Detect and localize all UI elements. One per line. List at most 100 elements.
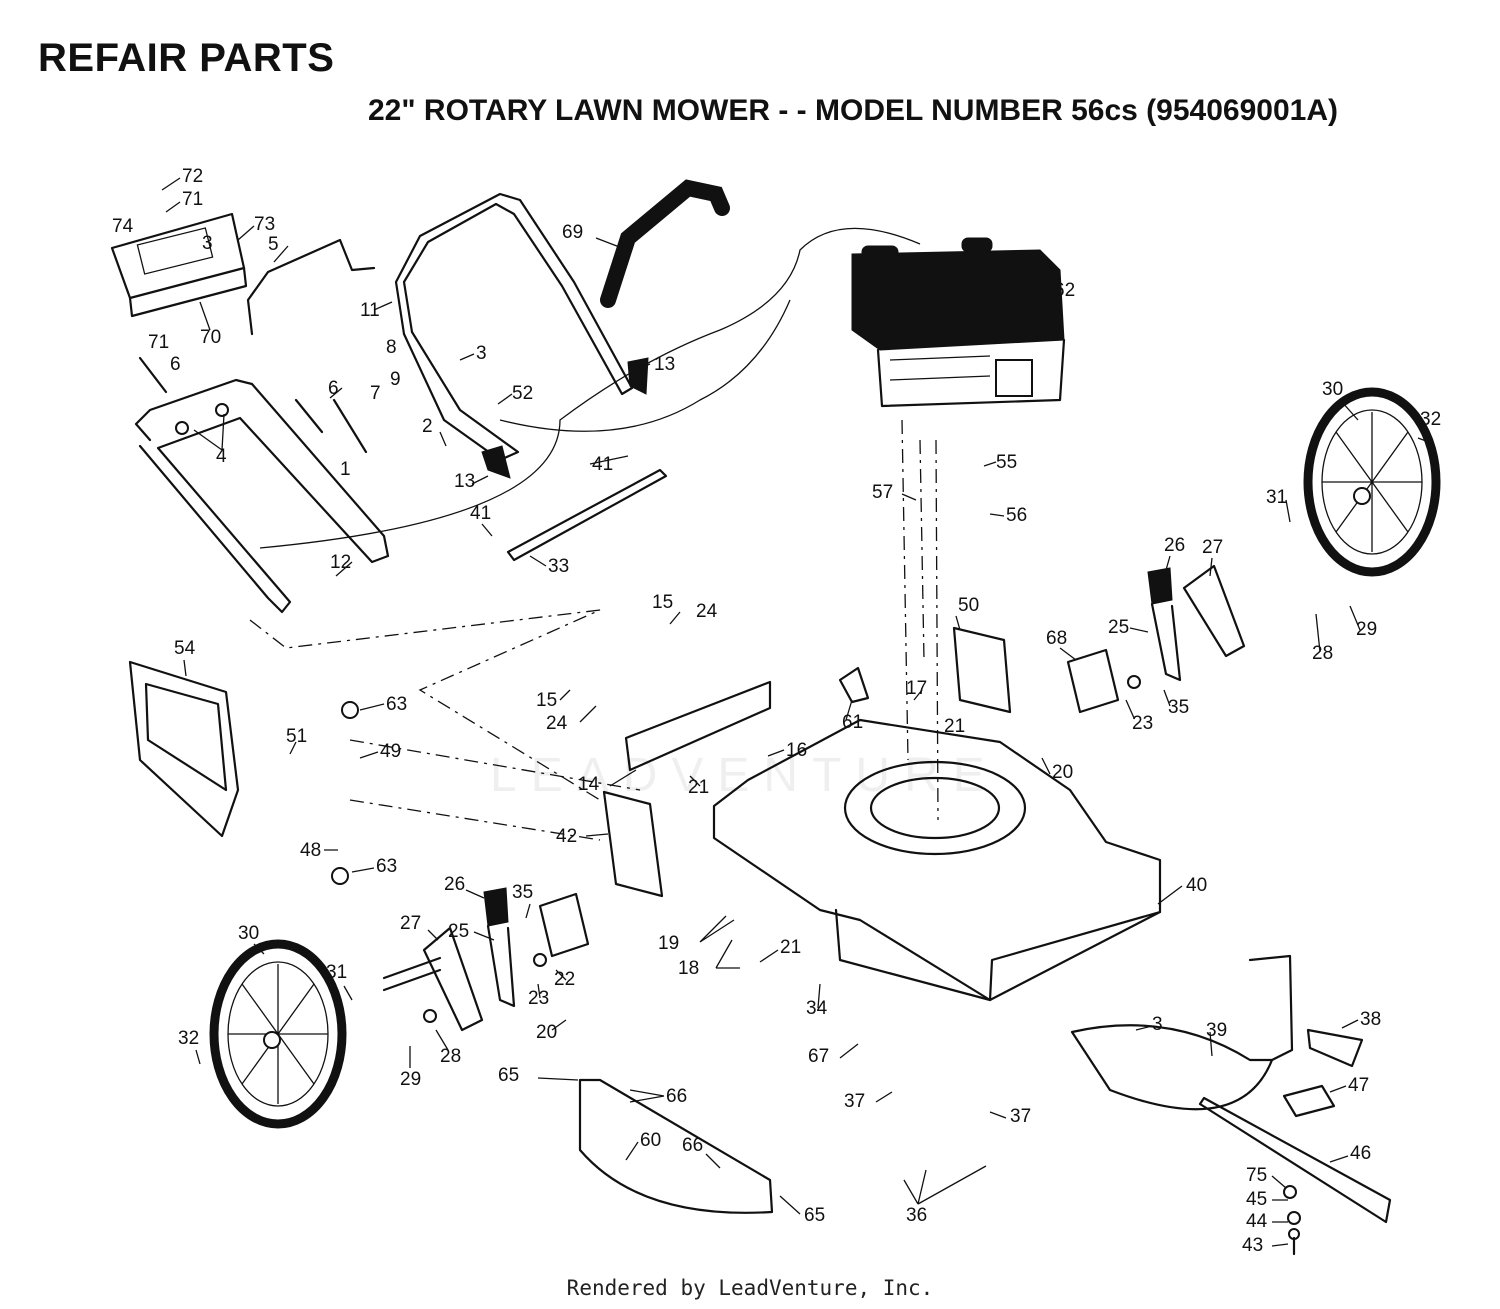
model-subtitle: 22" ROTARY LAWN MOWER - - MODEL NUMBER 5… [368, 94, 1338, 127]
callout-61: 61 [842, 712, 863, 733]
callout-2: 2 [422, 416, 433, 437]
callout-6: 6 [170, 354, 181, 375]
callout-31: 31 [326, 962, 347, 983]
callout-7: 7 [370, 383, 381, 404]
callout-63: 63 [386, 694, 407, 715]
callout-12: 12 [330, 552, 351, 573]
callout-35: 35 [512, 882, 533, 903]
callout-3: 3 [202, 233, 213, 254]
callout-68: 68 [1046, 628, 1067, 649]
callout-46: 46 [1350, 1143, 1371, 1164]
callout-13: 13 [454, 471, 475, 492]
callout-29: 29 [1356, 619, 1377, 640]
callout-45: 45 [1246, 1189, 1267, 1210]
callout-28: 28 [1312, 643, 1333, 664]
callout-22: 22 [554, 969, 575, 990]
callout-72: 72 [182, 166, 203, 187]
callout-39: 39 [1206, 1020, 1227, 1041]
callout-24: 24 [546, 713, 568, 734]
callout-32: 32 [1420, 409, 1441, 430]
callout-30: 30 [238, 923, 259, 944]
callout-48: 48 [300, 840, 321, 861]
callout-36: 36 [906, 1205, 927, 1226]
callout-18: 18 [678, 958, 699, 979]
callout-38: 38 [1360, 1009, 1381, 1030]
callout-19: 19 [658, 933, 679, 954]
callout-55: 55 [996, 452, 1017, 473]
callout-21: 21 [780, 937, 801, 958]
line-art [110, 179, 1441, 1256]
callout-14: 14 [578, 774, 600, 795]
callout-71: 71 [148, 332, 169, 353]
callout-17: 17 [906, 678, 927, 699]
callout-35: 35 [1168, 697, 1189, 718]
callout-21: 21 [688, 777, 709, 798]
callout-34: 34 [806, 998, 828, 1019]
callout-41: 41 [470, 503, 491, 524]
callout-3: 3 [1152, 1014, 1163, 1035]
callout-65: 65 [804, 1205, 825, 1226]
callout-16: 16 [786, 740, 807, 761]
callout-6: 6 [328, 378, 339, 399]
callout-37: 37 [1010, 1106, 1031, 1127]
callout-65: 65 [498, 1065, 519, 1086]
callout-62: 62 [1054, 280, 1075, 301]
callout-26: 26 [1164, 535, 1185, 556]
callout-71: 71 [182, 189, 203, 210]
callout-44: 44 [1246, 1211, 1268, 1232]
callout-9: 9 [390, 369, 401, 390]
callout-43: 43 [1242, 1235, 1263, 1256]
callout-23: 23 [528, 988, 549, 1009]
callout-33: 33 [548, 556, 569, 577]
callout-63: 63 [376, 856, 397, 877]
callout-15: 15 [652, 592, 673, 613]
callout-20: 20 [1052, 762, 1073, 783]
callout-49: 49 [380, 741, 401, 762]
callout-60: 60 [640, 1130, 661, 1151]
callout-28: 28 [440, 1046, 461, 1067]
callout-26: 26 [444, 874, 465, 895]
callout-13: 13 [654, 354, 675, 375]
callout-8: 8 [386, 337, 397, 358]
callout-50: 50 [958, 595, 979, 616]
callout-66: 66 [682, 1135, 703, 1156]
callout-29: 29 [400, 1069, 421, 1090]
callout-69: 69 [562, 222, 583, 243]
callout-70: 70 [200, 327, 221, 348]
callout-1: 1 [340, 459, 351, 480]
callout-42: 42 [556, 826, 577, 847]
callout-56: 56 [1006, 505, 1027, 526]
callout-32: 32 [178, 1028, 199, 1049]
page-title: REFAIR PARTS [38, 36, 335, 80]
callout-24: 24 [696, 601, 718, 622]
callout-52: 52 [512, 383, 533, 404]
footer-credit: Rendered by LeadVenture, Inc. [566, 1276, 934, 1300]
callout-37: 37 [844, 1091, 865, 1112]
callout-25: 25 [448, 921, 469, 942]
callout-51: 51 [286, 726, 307, 747]
callout-3: 3 [476, 343, 487, 364]
callout-67: 67 [808, 1046, 829, 1067]
callout-27: 27 [1202, 537, 1223, 558]
callout-41: 41 [592, 454, 613, 475]
callout-57: 57 [872, 482, 893, 503]
callout-31: 31 [1266, 487, 1287, 508]
callout-23: 23 [1132, 713, 1153, 734]
callout-40: 40 [1186, 875, 1207, 896]
callout-54: 54 [174, 638, 196, 659]
callout-11: 11 [360, 300, 380, 321]
watermark-text: LEADVENTURE [490, 749, 999, 802]
callout-4: 4 [216, 446, 227, 467]
callout-5: 5 [268, 234, 279, 255]
callout-labels: 72 71 74 3 73 5 70 71 11 69 62 8 3 13 6 … [112, 166, 1441, 1256]
leader-lines [161, 177, 1435, 1247]
callout-27: 27 [400, 913, 421, 934]
callout-15: 15 [536, 690, 557, 711]
callout-74: 74 [112, 216, 134, 237]
callout-30: 30 [1322, 379, 1343, 400]
callout-73: 73 [254, 214, 275, 235]
callout-47: 47 [1348, 1075, 1369, 1096]
callout-66: 66 [666, 1086, 687, 1107]
